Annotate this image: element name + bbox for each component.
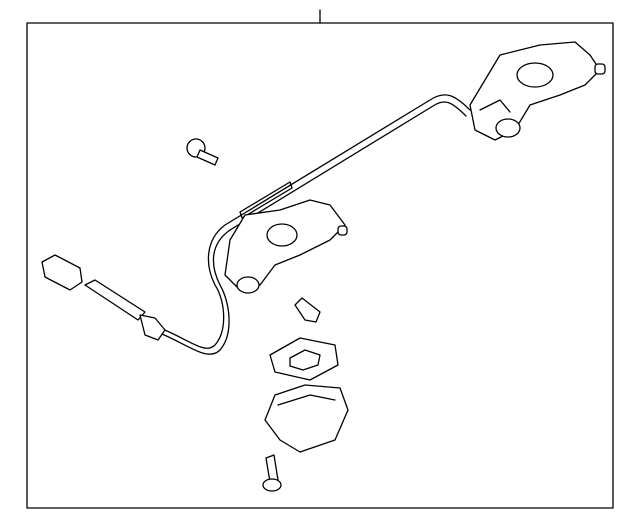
bolt (186, 138, 219, 166)
harness-wire (159, 94, 471, 355)
screw (262, 454, 282, 492)
lamp-lens (264, 384, 349, 453)
gasket (269, 337, 339, 381)
left-lamp-housing (224, 199, 348, 294)
bulb (294, 297, 321, 323)
right-lamp-housing (469, 41, 606, 141)
connector (41, 254, 166, 341)
diagram-frame (26, 22, 614, 509)
